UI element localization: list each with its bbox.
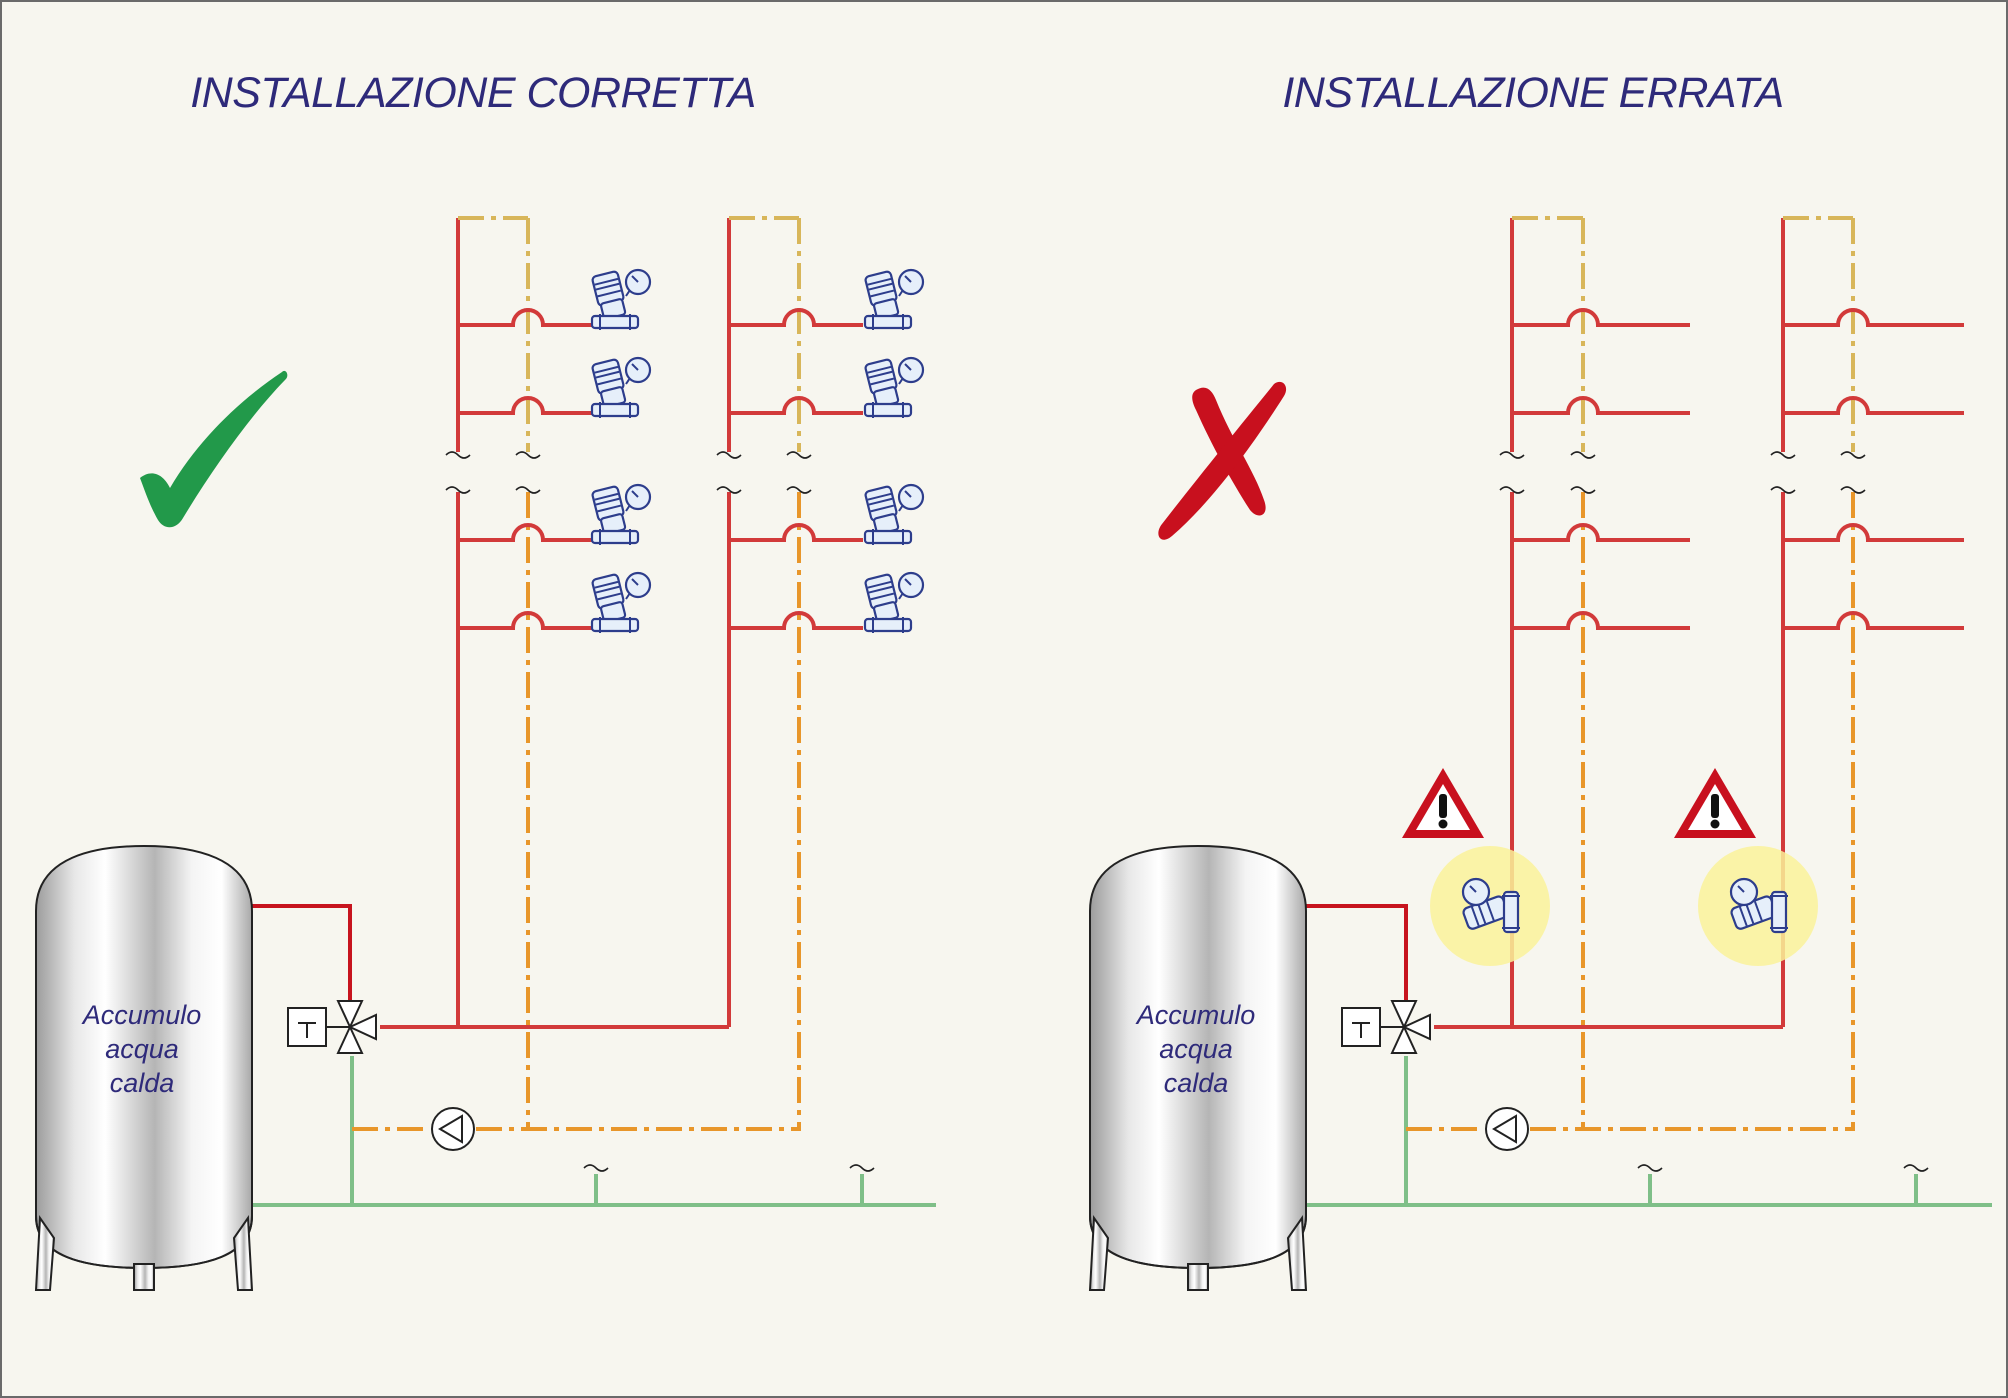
tank-label-line-3: calda (1164, 1068, 1229, 1098)
pump-icon (431, 1107, 475, 1151)
tank-label-line-1: Accumulo (1135, 1000, 1256, 1030)
panel-title-wrong: INSTALLAZIONE ERRATA (1282, 69, 1783, 117)
branches-riser-2 (729, 308, 863, 630)
panel-title-correct: INSTALLAZIONE CORRETTA (190, 69, 756, 117)
tank-label-line-1: Accumulo (81, 1000, 202, 1030)
pump-icon (1485, 1107, 1529, 1151)
tank-hot-outlet (252, 904, 352, 1002)
panel-correct: INSTALLAZIONE CORRETTA (35, 69, 936, 1291)
panel-wrong: INSTALLAZIONE ERRATA (1089, 69, 1992, 1291)
tank-label-line-2: acqua (1159, 1034, 1233, 1064)
cross-mark-icon (1158, 381, 1287, 540)
tank-label-line-2: acqua (105, 1034, 179, 1064)
tank-label-line-3: calda (110, 1068, 175, 1098)
branches-wrong (1512, 308, 1964, 630)
tank-hot-outlet-wrong (1306, 904, 1408, 1002)
branches-riser-1 (458, 308, 592, 630)
check-mark-icon (140, 370, 288, 528)
